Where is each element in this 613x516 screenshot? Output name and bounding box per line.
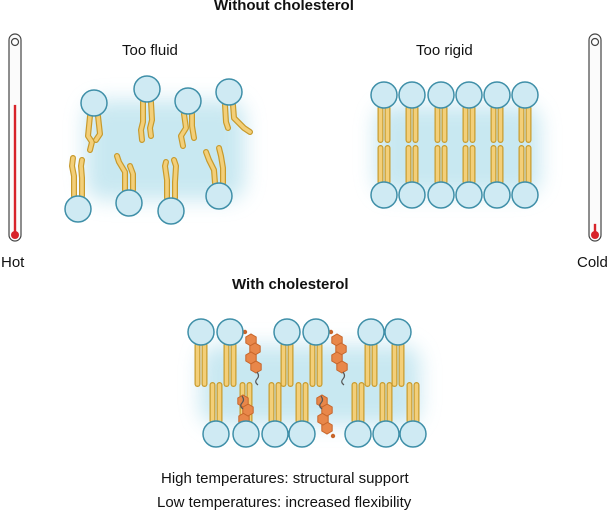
chol-top-head	[384, 318, 412, 346]
fluid-top-head	[174, 87, 202, 115]
fluid-bottom-tail-0-1-core	[79, 158, 84, 198]
rigid-top-head	[455, 81, 483, 109]
rigid-bottom-head	[427, 181, 455, 209]
cholesterol-tail	[341, 371, 346, 386]
fluid-bottom-head	[205, 182, 233, 210]
fluid-bottom-tail-3-0-core	[204, 150, 217, 185]
chol-top-head	[273, 318, 301, 346]
fluid-bottom-head	[64, 195, 92, 223]
fluid-top-head	[133, 75, 161, 103]
fluid-top-tail-2-0-core	[179, 112, 188, 148]
fluid-bottom-tail-1-0-core	[115, 154, 127, 192]
rigid-top-head	[483, 81, 511, 109]
thermometer-hot-icon-bulb	[11, 231, 19, 239]
cholesterol-ring	[317, 412, 329, 426]
chol-bottom-head	[372, 420, 400, 448]
fluid-top-tail-1-0-core	[139, 100, 145, 142]
cholesterol-hydroxyl	[242, 329, 248, 335]
fluid-top-tail-3-0-core	[223, 103, 230, 130]
cholesterol-molecule	[328, 329, 348, 386]
fluid-top-tail-1-1-core	[148, 100, 154, 138]
thermometer-cold-icon-cap	[590, 37, 600, 47]
fluid-top-tail-2-1-core	[190, 112, 196, 140]
rigid-top-head	[370, 81, 398, 109]
thermometer-hot-icon	[8, 33, 22, 242]
thermometer-cold-icon	[588, 33, 602, 242]
cholesterol-ring	[250, 360, 262, 374]
rigid-top-head	[511, 81, 539, 109]
thermometer-cold-icon-tube	[588, 33, 602, 242]
chol-bottom-head	[399, 420, 427, 448]
fluid-bottom-tail-1-1-core	[128, 164, 135, 192]
thermometer-hot-icon-cap	[10, 37, 20, 47]
chol-bottom-head	[261, 420, 289, 448]
rigid-bottom-head	[511, 181, 539, 209]
rigid-bottom-head	[455, 181, 483, 209]
cholesterol-hydroxyl	[330, 433, 336, 439]
chol-bottom-head	[202, 420, 230, 448]
chol-top-head	[302, 318, 330, 346]
thermometer-cold-icon-bulb	[591, 231, 599, 239]
rigid-bottom-head	[398, 181, 426, 209]
rigid-top-head	[398, 81, 426, 109]
fluid-bottom-head	[115, 189, 143, 217]
cholesterol-tail	[255, 371, 260, 386]
rigid-bottom-head	[370, 181, 398, 209]
fluid-top-head	[80, 89, 108, 117]
fluid-bottom-head	[157, 197, 185, 225]
fluid-bottom-tail-0-0-core	[70, 156, 76, 198]
cholesterol-molecule	[316, 394, 336, 439]
chol-top-head	[216, 318, 244, 346]
cold-label: Cold	[577, 254, 608, 271]
with-cholesterol-title: With cholesterol	[232, 276, 349, 293]
fluid-top-tail-0-1-core	[94, 114, 102, 142]
too-rigid-label: Too rigid	[416, 42, 473, 59]
thermometer-cold-icon-mercury	[593, 223, 597, 233]
fluid-bottom-tail-2-0-core	[163, 160, 169, 200]
fluid-top-tail-0-0-core	[86, 114, 94, 152]
rigid-membrane-glow	[375, 105, 540, 195]
fluid-top-head	[215, 78, 243, 106]
fluid-top-tail-3-1-core	[231, 103, 252, 134]
cholesterol-ring	[336, 360, 348, 374]
chol-bottom-head	[288, 420, 316, 448]
hot-label: Hot	[1, 254, 25, 271]
fluid-bottom-tail-3-1-core	[217, 146, 225, 185]
without-cholesterol-title: Without cholesterol	[214, 0, 354, 14]
chol-bottom-head	[232, 420, 260, 448]
fluid-bottom-tail-2-1-core	[172, 158, 178, 200]
cholesterol-tail	[319, 395, 324, 410]
rigid-bottom-head	[483, 181, 511, 209]
caption-high-temperatures: High temperatures: structural support	[161, 470, 409, 487]
cholesterol-tail	[240, 395, 245, 410]
caption-low-temperatures: Low temperatures: increased flexibility	[157, 494, 412, 511]
chol-top-head	[187, 318, 215, 346]
too-fluid-label: Too fluid	[122, 42, 178, 59]
rigid-top-head	[427, 81, 455, 109]
chol-bottom-head	[344, 420, 372, 448]
cholesterol-ring	[321, 421, 333, 435]
cholesterol-hydroxyl	[328, 329, 334, 335]
chol-top-head	[357, 318, 385, 346]
cholesterol-molecule	[242, 329, 262, 386]
thermometer-hot-icon-mercury	[13, 104, 17, 234]
